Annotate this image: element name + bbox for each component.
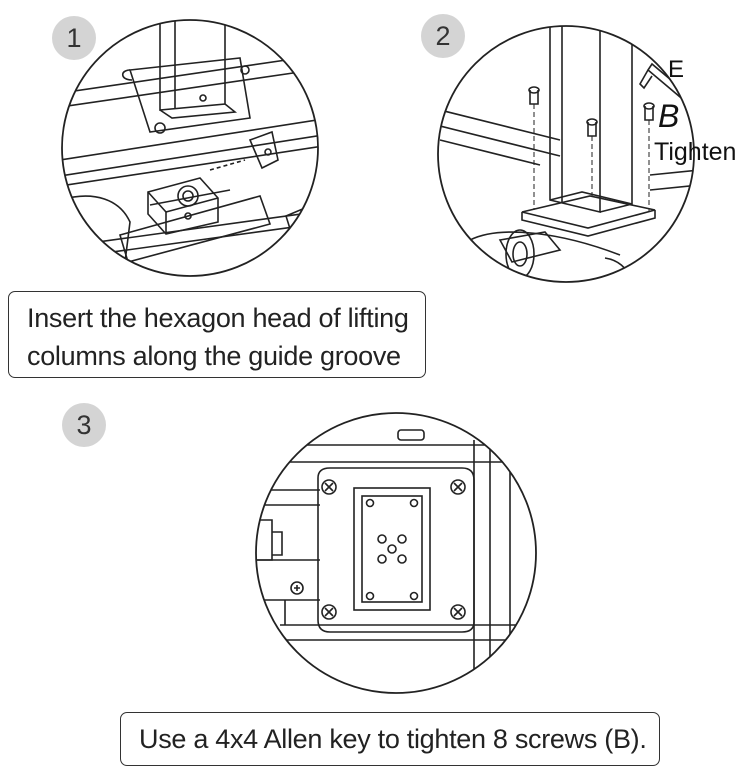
callout-allen-key-label: E [668, 56, 685, 83]
step3-caption: Use a 4x4 Allen key to tighten 8 screws … [120, 712, 660, 766]
step-number: 2 [435, 20, 451, 51]
step-number-badge: 2 [421, 14, 465, 58]
callout-screw-label: B [658, 98, 680, 134]
callout-tighten-label: Tighten [654, 138, 737, 166]
step3-illustration [255, 412, 537, 694]
screw-3 [643, 102, 655, 212]
step1-caption: Insert the hexagon head of lifting colum… [8, 291, 426, 378]
caption-line: columns along the guide groove [27, 341, 401, 371]
caption-line: Insert the hexagon head of lifting [27, 303, 409, 333]
screw-1 [528, 86, 540, 210]
screw-2 [586, 118, 598, 198]
step-number: 3 [76, 409, 92, 440]
step-number-badge: 1 [52, 16, 96, 60]
step-number: 1 [66, 22, 82, 53]
step-number-badge: 3 [62, 403, 106, 447]
caption-line: Use a 4x4 Allen key to tighten 8 screws … [139, 724, 647, 754]
